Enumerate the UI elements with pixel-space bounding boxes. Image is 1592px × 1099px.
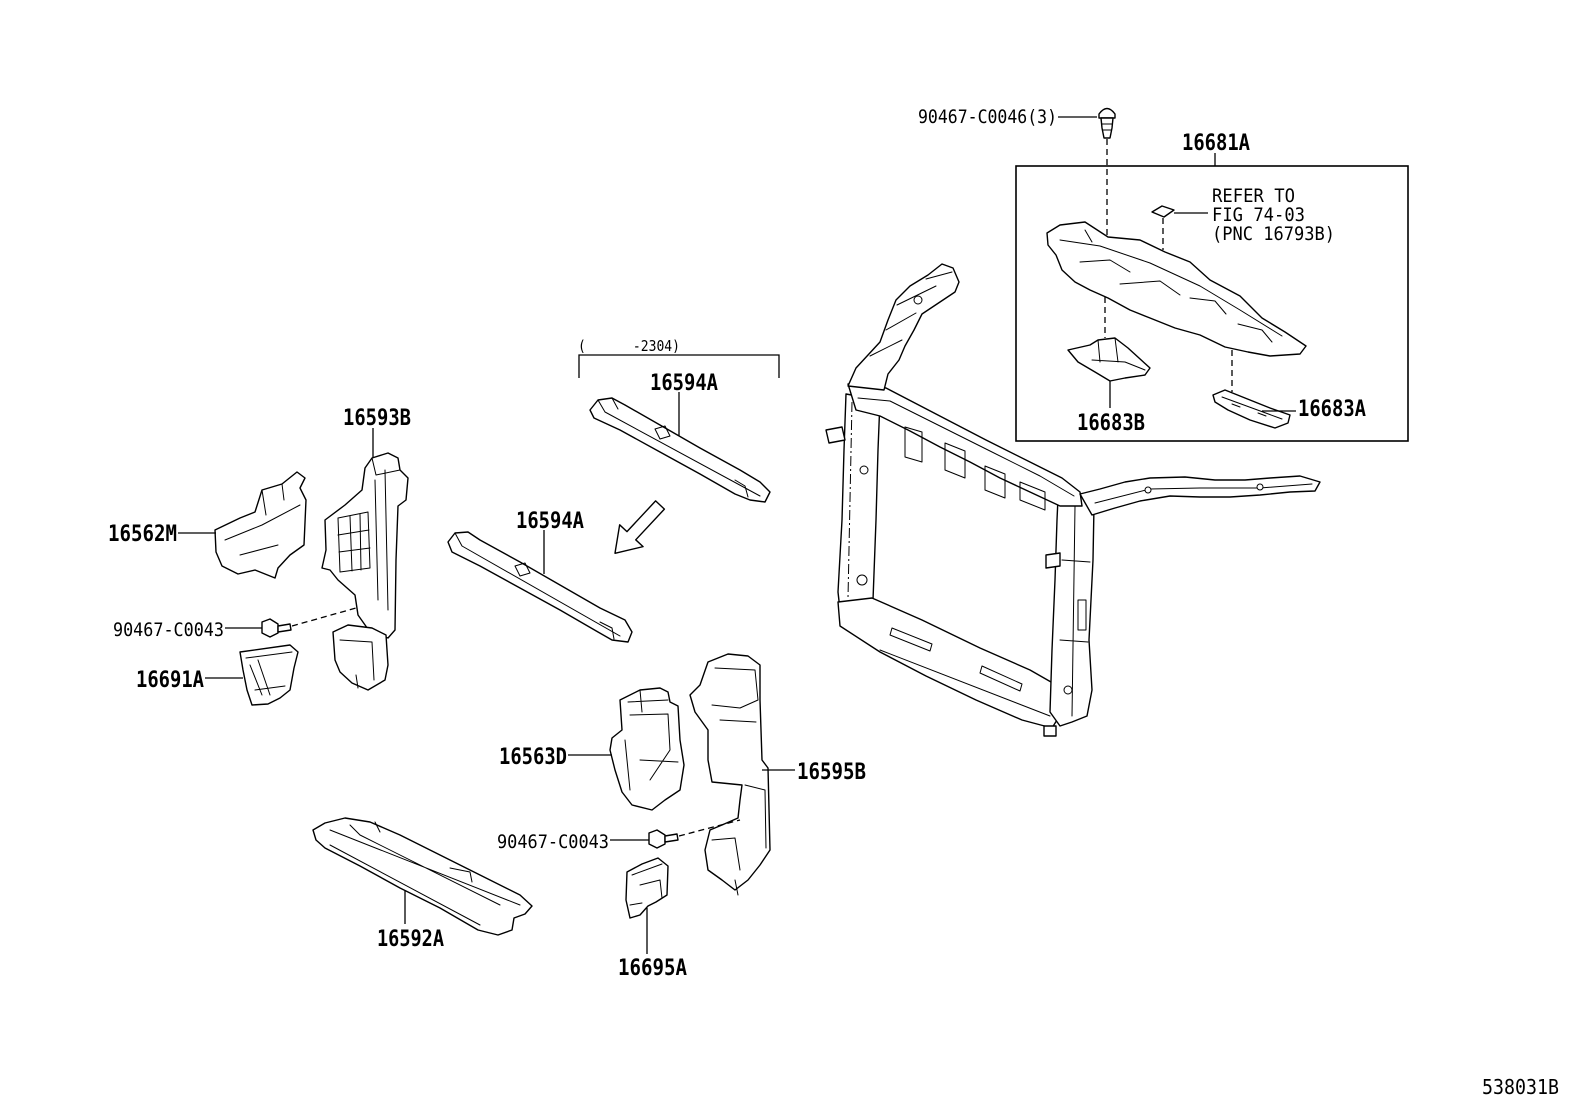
side-seal (214, 471, 307, 579)
seal-bracket-a-detail (1221, 396, 1283, 420)
side-air-guide-outline (321, 452, 409, 639)
upper-air-duct-second-outline (447, 531, 633, 643)
lower-right-seal-detail (629, 863, 663, 906)
right-air-guide-detail (711, 667, 767, 896)
top-clip-stem (1100, 117, 1114, 139)
right-clip-head (648, 829, 666, 849)
frame-top-rail (847, 383, 1083, 507)
frame-bottom-bolt (1043, 725, 1057, 737)
callout-right-air-guide[interactable]: 16595B (797, 760, 866, 785)
seal-bracket-b-detail (1091, 337, 1146, 371)
callout-lower-right-seal[interactable]: 16695A (618, 956, 687, 981)
seal-bracket-a (1212, 389, 1291, 429)
callout-lower-side-seal[interactable]: 16691A (136, 668, 204, 693)
callout-seal-box[interactable]: 16681A (1182, 131, 1250, 156)
right-seal-detail (624, 689, 679, 791)
upper-air-duct-second (447, 531, 633, 643)
direction-arrow (614, 500, 666, 554)
assembly-line-left-clip (291, 607, 357, 627)
top-clip-head (1098, 107, 1116, 119)
upper-air-duct-first-outline (589, 397, 771, 503)
right-seal-outline (609, 687, 685, 811)
figure-code: 538031B (1482, 1075, 1559, 1099)
assembly-lines (291, 139, 1233, 837)
callout-right-seal[interactable]: 16563D (499, 745, 567, 770)
right-clip-stem (664, 833, 679, 843)
seal-bracket-a-outline (1212, 389, 1291, 429)
callout-seal-bracket-a[interactable]: 16683A (1298, 397, 1366, 422)
radiator-support-frame (825, 263, 1321, 737)
left-clip (261, 618, 292, 638)
frame-right-tab (1045, 552, 1061, 569)
leader-lines (178, 116, 1296, 954)
right-air-guide (689, 653, 771, 896)
callout-left-clip[interactable]: 90467-C0043 (113, 619, 224, 641)
side-air-guide-grid (337, 457, 401, 611)
support-seal-detail (1059, 229, 1283, 343)
frame-hole (1256, 483, 1264, 491)
side-seal-detail (224, 483, 301, 556)
callout-right-clip[interactable]: 90467-C0043 (497, 831, 609, 853)
side-air-guide (321, 452, 409, 691)
lower-right-seal (625, 857, 669, 919)
frame-left-tower (847, 263, 960, 391)
lower-side-seal-detail (245, 651, 293, 696)
refer-note-line-1: REFER TO (1212, 185, 1295, 207)
upper-air-duct-first (589, 397, 771, 503)
frame-bottom-rail (837, 597, 1063, 729)
assembly-line-right-clip (678, 819, 741, 837)
refer-to-small-part (1151, 205, 1175, 218)
right-air-guide-outline (689, 653, 771, 891)
lower-air-guide-outline (312, 817, 533, 936)
frame-hole (1144, 486, 1152, 494)
frame-hole (913, 295, 923, 305)
frame-hole (859, 465, 869, 475)
frame-left-tab (825, 426, 846, 444)
top-clip (1098, 107, 1116, 139)
callout-seal-bracket-b[interactable]: 16683B (1077, 411, 1145, 436)
seal-bracket-b (1067, 337, 1151, 382)
serial-range-label: ( -2304) (578, 337, 680, 355)
support-seal-cover (1046, 221, 1307, 357)
side-air-guide-lower-detail (339, 639, 375, 689)
seal-bracket-b-outline (1067, 337, 1151, 382)
support-seal-outline (1046, 221, 1307, 357)
serial-range-bracket (578, 354, 780, 378)
frame-hole (856, 574, 868, 586)
right-seal (609, 687, 685, 811)
callout-top-clip[interactable]: 90467-C0046(3) (918, 106, 1057, 128)
upper-air-duct-second-detail (454, 532, 621, 640)
right-clip (648, 829, 679, 849)
side-air-guide-lower-bracket (332, 624, 389, 691)
lower-side-seal (239, 644, 299, 706)
frame-hole (1063, 685, 1073, 695)
frame-detail-lines (857, 271, 1313, 717)
refer-note-line-3: (PNC 16793B) (1212, 223, 1335, 245)
lower-side-seal-outline (239, 644, 299, 706)
callout-side-seal[interactable]: 16562M (108, 522, 177, 547)
top-clip-fins (1101, 123, 1113, 131)
callout-side-air-guide[interactable]: 16593B (343, 406, 411, 431)
refer-note-line-2: FIG 74-03 (1212, 204, 1305, 226)
seal-assembly-box (1015, 165, 1409, 442)
lower-air-guide (312, 817, 533, 936)
callout-upper-duct-second[interactable]: 16594A (516, 509, 584, 534)
frame-right-arm (1079, 475, 1321, 516)
left-clip-head (261, 618, 279, 638)
upper-air-duct-first-detail (597, 397, 761, 498)
callout-lower-air-guide[interactable]: 16592A (377, 927, 444, 952)
callout-upper-duct-first[interactable]: 16594A (650, 371, 718, 396)
lower-air-guide-detail (329, 821, 521, 926)
frame-hidden-line (847, 401, 853, 599)
side-seal-outline (214, 471, 307, 579)
left-clip-stem (277, 623, 292, 633)
